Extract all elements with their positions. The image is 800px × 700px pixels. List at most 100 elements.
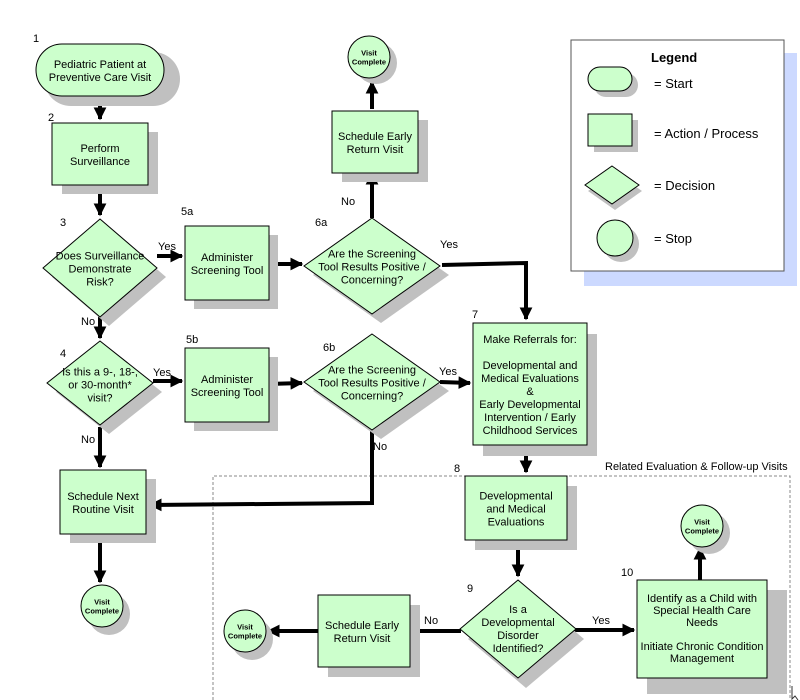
node-label-line: Pediatric Patient at (54, 59, 146, 71)
node-label-line: Return Visit (334, 633, 391, 645)
edge-label-no: No (341, 196, 355, 208)
node-label-line: Visit (237, 623, 253, 632)
step-number: 8 (454, 463, 460, 475)
edge-label-yes: Yes (440, 239, 458, 251)
visit-complete-top-node (347, 35, 391, 79)
node-label-line: Tool Results Positive / (318, 378, 427, 390)
node-label-line: Return Visit (347, 144, 404, 156)
visit-complete-bottom-node (223, 609, 267, 653)
edge-label-no: No (81, 434, 95, 446)
node-label-line: Complete (85, 607, 119, 616)
node-label-line: Schedule Next (67, 491, 139, 503)
step-number: 3 (60, 217, 66, 229)
node-label-line: Are the Screening (328, 365, 416, 377)
edge-label-yes: Yes (439, 366, 457, 378)
referrals-node (472, 322, 588, 446)
node-label-line: Medical Evaluations (481, 373, 579, 385)
next-routine-node (59, 469, 147, 535)
step-number: 2 (48, 112, 54, 124)
node-label-line: Are the Screening (328, 249, 416, 261)
risk-decision-node (42, 218, 158, 318)
node-label-line: Risk? (86, 277, 114, 289)
node-label-line: Early Developmental (479, 399, 581, 411)
node-label-line: Is this a 9-, 18-, (62, 367, 138, 379)
legend: Legend = Start = Action / Process = Deci… (570, 39, 797, 286)
node-label-line: Developmental (481, 617, 554, 629)
dev-eval-node (464, 475, 568, 541)
visit-complete-right-node (680, 504, 724, 548)
step-number: 10 (621, 567, 633, 579)
step-number: 6a (315, 217, 328, 229)
edge-label-no: No (81, 316, 95, 328)
node-label-line: Complete (228, 632, 262, 641)
edge-label-no: No (373, 441, 387, 453)
node-label-line: Complete (352, 58, 386, 67)
node-label-line: Complete (685, 527, 719, 536)
node-label-line: Management (670, 653, 734, 665)
node-label-line: and Medical (486, 504, 545, 516)
node-label-line: Preventive Care Visit (49, 72, 152, 84)
node-label-line: Needs (686, 617, 718, 629)
age-visit-decision-label: Is this a 9-, 18-,or 30-month*visit? (62, 367, 138, 405)
node-label-line: Initiate Chronic Condition (641, 641, 764, 653)
node-label-line: Make Referrals for: (483, 334, 577, 346)
step-number: 5b (186, 334, 198, 346)
age-visit-decision-node (46, 340, 154, 426)
node-label-line: or 30-month* (68, 380, 132, 392)
visit-complete-left-node (80, 584, 124, 628)
edge-label-no: No (424, 615, 438, 627)
early-return-top-node (331, 110, 419, 174)
node-label-line: Concerning? (341, 275, 403, 287)
results-b-decision-node (303, 333, 441, 431)
node-label-line: visit? (87, 393, 112, 405)
screening-b-node (184, 347, 270, 423)
connectors (93, 80, 707, 638)
node-label-line: Evaluations (488, 517, 545, 529)
edge-label-yes: Yes (158, 241, 176, 253)
node-label-line: Routine Visit (72, 504, 134, 516)
screening-a-node (184, 225, 270, 301)
node-label-line: Disorder (497, 630, 539, 642)
node-label-line: Surveillance (70, 156, 130, 168)
early-return-bottom-node (317, 594, 411, 668)
special-needs-node (636, 579, 768, 679)
node-label-line: Perform (80, 143, 119, 155)
edge-labels: Yes Yes Yes Yes Yes No No No No No (81, 196, 610, 627)
node-label-line: Developmental (479, 491, 552, 503)
legend-stop: = Stop (654, 231, 692, 246)
node-label-line: Visit (94, 598, 110, 607)
legend-title: Legend (651, 50, 697, 65)
node-label-line: Demonstrate (69, 264, 132, 276)
start-node (35, 43, 165, 97)
node-label-line: Childhood Services (483, 425, 578, 437)
step-number: 7 (472, 309, 478, 321)
node-label-line: Screening Tool (191, 265, 264, 277)
followup-section-title: Related Evaluation & Follow-up Visits (605, 461, 788, 473)
node-label-line: Visit (361, 49, 377, 58)
node-label-line: Identified? (493, 643, 544, 655)
cursor-icon (791, 686, 799, 700)
node-label-line: Does Surveillance (56, 251, 145, 263)
node-label-line: Special Health Care (653, 605, 751, 617)
node-label-line: Intervention / Early (484, 412, 576, 424)
node-label-line: Identify as a Child with (647, 593, 757, 605)
step-number: 1 (33, 33, 39, 45)
node-label-line: Screening Tool (191, 387, 264, 399)
edge-label-yes: Yes (153, 367, 171, 379)
node-label-line: & (526, 386, 534, 398)
